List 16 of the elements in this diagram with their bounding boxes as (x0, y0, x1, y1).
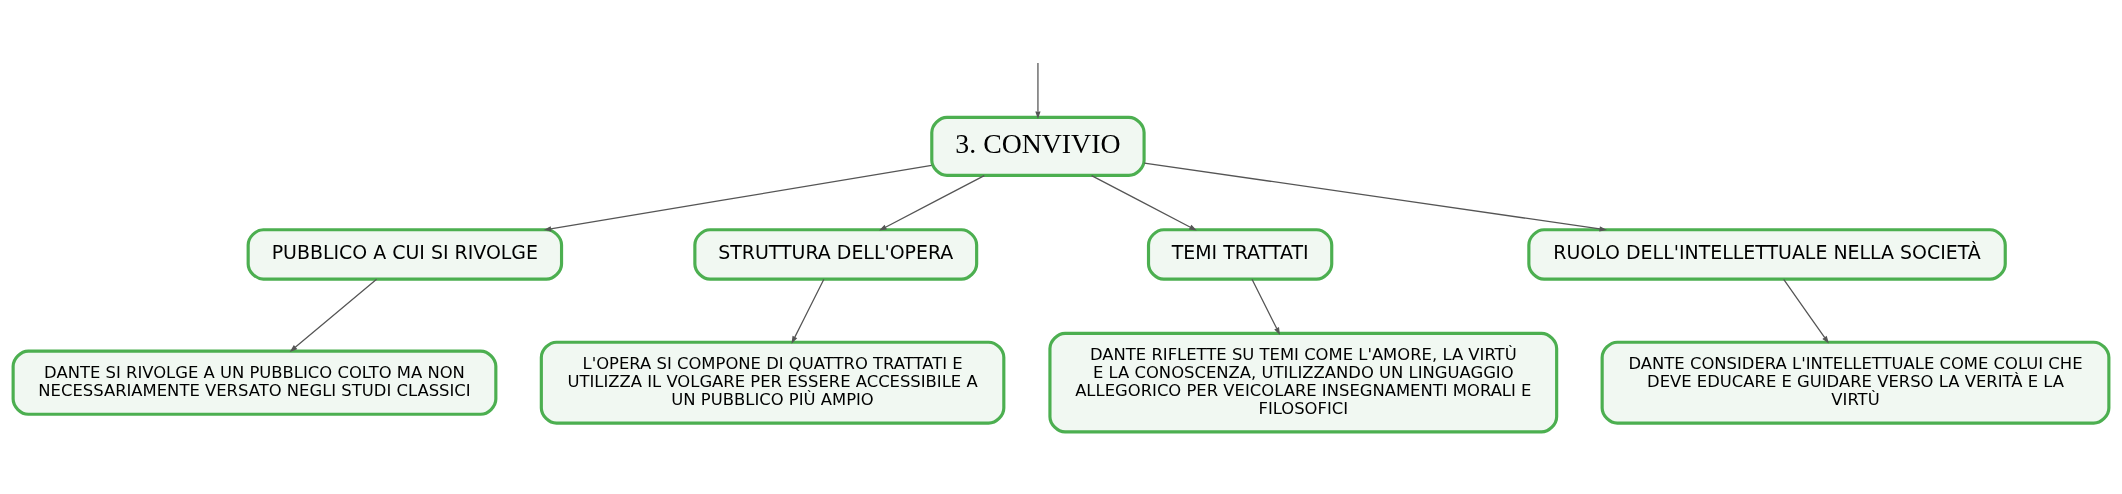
arrow (1035, 62, 1041, 119)
arrow (1251, 278, 1281, 336)
arrow (289, 278, 378, 352)
node-box: TEMI TRATTATI (1146, 228, 1334, 281)
node-box: DANTE CONSIDERA L'INTELLETTUALE COME COLUI CHE DEVE EDUCARE E GUIDARE VERSO LA VERITÀ E LA VIRTÙ (1600, 340, 2111, 425)
node-box: 3. CONVIVIO (930, 115, 1146, 177)
node-box: DANTE SI RIVOLGE A UN PUBBLICO COLTO MA NON NECESSARIAMENTE VERSATO NEGLI STUDI CLASSICI (11, 349, 498, 416)
arrow (1090, 175, 1197, 231)
node-box: STRUTTURA DELL'OPERA (693, 228, 979, 281)
arrow (1783, 278, 1829, 344)
node-box: DANTE RIFLETTE SU TEMI COME L'AMORE, LA VIRTÙ E LA CONOSCENZA, UTILIZZANDO UN LINGUAGGIO ALLEGORICO PER VEICOLARE INSEGNAMENTI MORALI E FILOSOFICI (1048, 331, 1559, 434)
arrow (791, 278, 825, 344)
arrow (879, 175, 985, 231)
arrow (1143, 162, 1608, 232)
arrow (543, 164, 933, 232)
node-box: L'OPERA SI COMPONE DI QUATTRO TRATTATI E UTILIZZA IL VOLGARE PER ESSERE ACCESSIBILE A UN PUBBLICO PIÙ AMPIO (539, 340, 1006, 425)
